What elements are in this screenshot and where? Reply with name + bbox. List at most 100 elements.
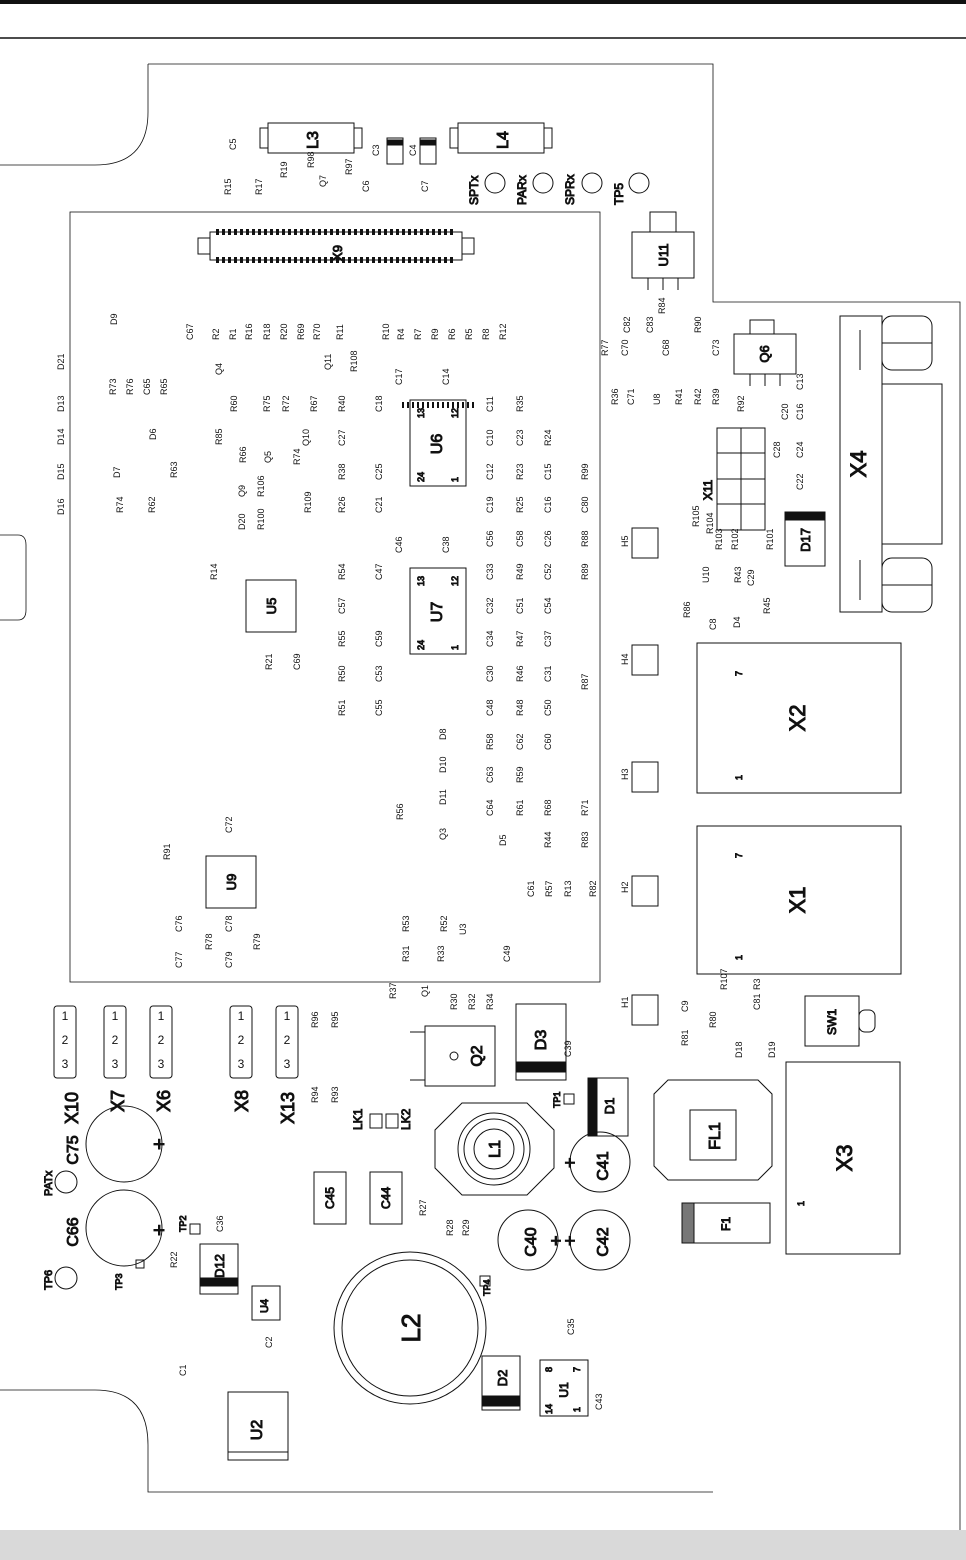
component-label: C70 xyxy=(620,339,630,356)
footer-band xyxy=(0,1530,966,1560)
d2-diode xyxy=(481,1355,521,1411)
svg-text:+: + xyxy=(546,1235,566,1246)
q2-label: Q2 xyxy=(469,1045,486,1066)
component-label: R99 xyxy=(580,463,590,480)
component-label: C72 xyxy=(224,816,234,833)
component-label: R65 xyxy=(159,378,169,395)
d3-label: D3 xyxy=(533,1030,550,1051)
l1-label: L1 xyxy=(487,1140,504,1158)
component-label: R88 xyxy=(580,530,590,547)
component-label: C24 xyxy=(795,441,805,458)
x3-connector xyxy=(785,1061,901,1255)
component-label: D9 xyxy=(109,313,119,325)
component-label: R73 xyxy=(108,378,118,395)
component-label: R87 xyxy=(580,673,590,690)
component-label: C39 xyxy=(563,1040,573,1057)
component-label: R94 xyxy=(310,1086,320,1103)
component-label: C77 xyxy=(174,951,184,968)
component-label: R102 xyxy=(730,528,740,550)
component-label: R3 xyxy=(752,978,762,990)
component-label: D14 xyxy=(56,428,66,445)
component-label: C19 xyxy=(485,496,495,513)
svg-text:1: 1 xyxy=(572,1407,582,1412)
component-label: U10 xyxy=(701,566,711,583)
component-label: R45 xyxy=(762,597,772,614)
component-label: R80 xyxy=(708,1011,718,1028)
svg-text:+: + xyxy=(149,1224,171,1236)
component-label: R24 xyxy=(543,429,553,446)
x13-label: X13 xyxy=(278,1092,298,1124)
board-notch xyxy=(0,534,27,621)
u2-label: U2 xyxy=(249,1420,266,1441)
component-label: R5 xyxy=(464,328,474,340)
component-label: C43 xyxy=(594,1393,604,1410)
component-label: R37 xyxy=(388,982,398,999)
component-label: R51 xyxy=(337,699,347,716)
component-label: C16 xyxy=(543,496,553,513)
c45-capacitor xyxy=(313,1171,347,1225)
q2-transistor xyxy=(410,1025,496,1087)
component-label: R76 xyxy=(125,378,135,395)
tp-tp4: TP4 xyxy=(482,1279,492,1296)
component-label: R15 xyxy=(223,178,233,195)
component-label: R95 xyxy=(330,1011,340,1028)
tp-tp6: TP6 xyxy=(43,1270,55,1290)
c66-label: C66 xyxy=(65,1217,82,1246)
component-label: R28 xyxy=(445,1219,455,1236)
component-label: R26 xyxy=(337,496,347,513)
svg-text:7: 7 xyxy=(734,853,744,858)
component-label: D19 xyxy=(767,1041,777,1058)
u4-ic xyxy=(251,1285,281,1321)
component-label: C60 xyxy=(543,733,553,750)
component-label: C49 xyxy=(502,945,512,962)
component-label: Q1 xyxy=(420,985,430,997)
header-bar xyxy=(0,0,966,4)
tp-patx-pad xyxy=(54,1170,78,1194)
u6-label: U6 xyxy=(429,434,446,455)
component-label: R98 xyxy=(306,151,316,168)
u11-label: U11 xyxy=(656,244,671,267)
component-label: R10 xyxy=(381,323,391,340)
component-label: C55 xyxy=(374,699,384,716)
component-label: R20 xyxy=(279,323,289,340)
u1-label: U1 xyxy=(557,1382,571,1398)
component-label: C32 xyxy=(485,597,495,614)
component-label: R108 xyxy=(349,350,359,372)
d12-label: D12 xyxy=(212,1254,227,1278)
component-label: C64 xyxy=(485,799,495,816)
component-label: R43 xyxy=(733,566,743,583)
component-label: R58 xyxy=(485,733,495,750)
component-label: H3 xyxy=(620,768,630,780)
component-label: U8 xyxy=(652,393,662,405)
c75-label: C75 xyxy=(65,1135,82,1164)
c42-capacitor xyxy=(569,1209,631,1271)
svg-text:1: 1 xyxy=(450,477,460,482)
component-label: R2 xyxy=(211,328,221,340)
component-label: R21 xyxy=(264,653,274,670)
d3-diode xyxy=(515,1003,567,1081)
component-label: C29 xyxy=(746,569,756,586)
svg-text:1: 1 xyxy=(734,775,744,780)
component-label: R62 xyxy=(147,496,157,513)
component-label: R50 xyxy=(337,665,347,682)
header-pin-label: 1 xyxy=(284,1009,291,1023)
svg-text:12: 12 xyxy=(450,408,460,418)
svg-text:14: 14 xyxy=(544,1404,554,1414)
svg-text:1: 1 xyxy=(796,1201,806,1206)
u5-ic xyxy=(245,579,297,633)
component-label: R72 xyxy=(281,395,291,412)
component-label: R57 xyxy=(544,880,554,897)
component-label: C5 xyxy=(228,138,238,150)
component-label: C10 xyxy=(485,429,495,446)
header-pin-label: 1 xyxy=(62,1009,69,1023)
component-label: R52 xyxy=(439,915,449,932)
component-label: C31 xyxy=(543,665,553,682)
component-label: R49 xyxy=(515,563,525,580)
component-label: Q11 xyxy=(323,354,333,370)
component-label: C47 xyxy=(374,563,384,580)
component-label: R85 xyxy=(214,428,224,445)
component-label: R55 xyxy=(337,630,347,647)
tp-tp5: TP5 xyxy=(612,183,626,205)
component-label: C33 xyxy=(485,563,495,580)
component-label: R59 xyxy=(515,766,525,783)
